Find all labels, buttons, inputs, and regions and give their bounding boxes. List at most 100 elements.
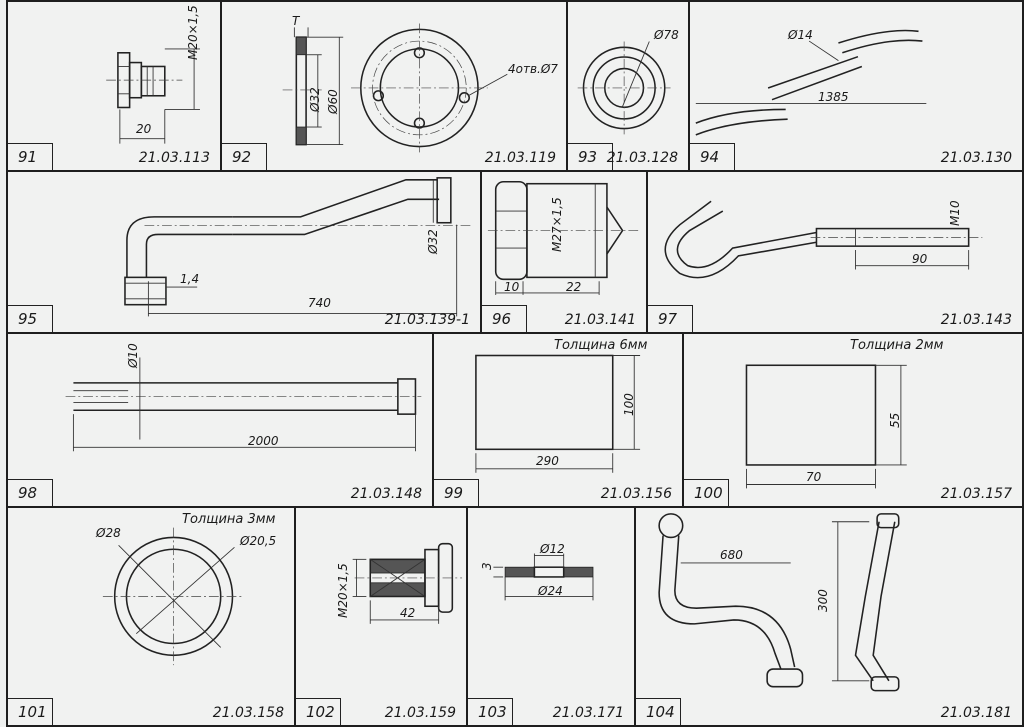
part-92-holes-dim: 4отв.Ø7 (508, 62, 558, 76)
part-97-code: 21.03.143 (940, 312, 1012, 328)
part-93-code: 21.03.128 (606, 150, 678, 166)
part-98-length-dim: 2000 (248, 434, 279, 448)
part-96-tag (482, 305, 527, 332)
part-102-code: 21.03.159 (384, 705, 456, 721)
part-98-tag (8, 479, 53, 506)
part-95-drawing (124, 177, 471, 317)
part-93-drawing (577, 41, 671, 135)
part-103-number: 103 (478, 703, 507, 721)
part-95-length-dim: 740 (308, 296, 331, 310)
part-104-drawing (658, 513, 900, 692)
part-104-number: 104 (646, 703, 675, 721)
part-96: M27×1,5 10 22 96 21.03.141 (480, 170, 648, 334)
part-100-thickness-note: Толщина 2мм (850, 338, 944, 353)
part-92-outer-dia-dim: Ø60 (326, 89, 340, 114)
part-101-inner-dia-dim: Ø20,5 (240, 534, 277, 548)
part-103-code: 21.03.171 (552, 705, 624, 721)
part-102-thread-dim: M20×1,5 (336, 563, 350, 618)
part-104: 680 300 104 21.03.181 (634, 506, 1024, 727)
part-97-length-dim: 90 (912, 252, 928, 266)
part-98-number: 98 (18, 484, 38, 502)
part-94-dia-dim: Ø14 (788, 28, 813, 42)
part-97-tag (648, 305, 693, 332)
part-99-number: 99 (444, 484, 464, 502)
part-97-number: 97 (658, 310, 678, 328)
part-93-tag (568, 143, 613, 170)
part-91-length-dim: 20 (136, 122, 152, 136)
part-99-width-dim: 290 (536, 454, 559, 468)
part-104-height-dim: 300 (816, 589, 830, 612)
part-92-code: 21.03.119 (484, 150, 556, 166)
part-96-code: 21.03.141 (564, 312, 636, 328)
part-104-code: 21.03.181 (940, 705, 1012, 721)
part-102-length-dim: 42 (400, 606, 416, 620)
part-94-length-dim: 1385 (818, 90, 849, 104)
part-91: M20×1,5 20 91 21.03.113 (6, 0, 222, 172)
part-102-tag (296, 698, 341, 725)
part-99-height-dim: 100 (622, 393, 636, 416)
part-96-width2-dim: 22 (566, 280, 582, 294)
part-93-dia-dim: Ø78 (654, 28, 679, 42)
part-98-dia-dim: Ø10 (126, 343, 140, 368)
part-103-thickness-dim: 3 (480, 562, 494, 570)
part-101-drawing (102, 527, 245, 666)
part-103-outer-dia-dim: Ø24 (538, 584, 563, 598)
part-94-drawing (695, 29, 927, 136)
part-104-length-dim: 680 (720, 548, 743, 562)
part-97-thread-dim: M10 (948, 200, 962, 226)
part-96-thread-dim: M27×1,5 (550, 197, 564, 252)
part-91-drawing (106, 48, 200, 144)
part-99-drawing (475, 354, 641, 473)
part-101-outer-dia-dim: Ø28 (96, 526, 121, 540)
part-95-code: 21.03.139-1 (384, 312, 470, 328)
part-99-thickness-note: Толщина 6мм (554, 338, 648, 353)
part-102: M20×1,5 42 102 21.03.159 (294, 506, 468, 727)
part-92-inner-dia-dim: Ø32 (308, 87, 322, 112)
part-95: 1,4 740 Ø32 95 21.03.139-1 (6, 170, 482, 334)
part-101: Ø28 Ø20,5 Толщина 3мм 101 21.03.158 (6, 506, 296, 727)
part-99-code: 21.03.156 (600, 486, 672, 502)
part-91-code: 21.03.113 (138, 150, 210, 166)
part-95-dia-dim: Ø32 (426, 229, 440, 254)
part-103: 3 Ø12 Ø24 103 21.03.171 (466, 506, 636, 727)
part-100-number: 100 (694, 484, 723, 502)
part-91-thread-dim: M20×1,5 (186, 5, 200, 60)
part-96-width1-dim: 10 (504, 280, 520, 294)
part-92-tag (222, 143, 267, 170)
part-94-number: 94 (700, 148, 720, 166)
part-101-code: 21.03.158 (212, 705, 284, 721)
part-92-drawing (282, 23, 508, 153)
part-95-number: 95 (18, 310, 38, 328)
part-92: T Ø32 Ø60 4отв.Ø7 92 21.03.119 (220, 0, 568, 172)
part-100: Толщина 2мм 55 70 100 21.03.157 (682, 332, 1024, 508)
part-99-tag (434, 479, 479, 506)
part-103-inner-dia-dim: Ø12 (540, 542, 565, 556)
part-94-code: 21.03.130 (940, 150, 1012, 166)
part-96-number: 96 (492, 310, 512, 328)
part-95-wall-dim: 1,4 (180, 272, 200, 286)
part-92-number: 92 (232, 148, 252, 166)
part-93: Ø78 93 21.03.128 (566, 0, 690, 172)
part-100-height-dim: 55 (888, 412, 902, 428)
part-101-tag (8, 698, 53, 725)
part-97: M10 90 97 21.03.143 (646, 170, 1024, 334)
part-95-tag (8, 305, 53, 332)
part-100-width-dim: 70 (806, 470, 822, 484)
part-99: Толщина 6мм 100 290 99 21.03.156 (432, 332, 684, 508)
part-102-drawing (352, 542, 463, 624)
part-103-drawing (493, 553, 594, 601)
part-104-tag (636, 698, 681, 725)
part-100-code: 21.03.157 (940, 486, 1012, 502)
part-98-code: 21.03.148 (350, 486, 422, 502)
part-94-tag (690, 143, 735, 170)
part-94: Ø14 1385 94 21.03.130 (688, 0, 1024, 172)
part-103-tag (468, 698, 513, 725)
part-101-thickness-note: Толщина 3мм (182, 512, 276, 527)
part-92-thickness-dim: T (292, 14, 300, 28)
part-91-number: 91 (18, 148, 38, 166)
part-102-number: 102 (306, 703, 335, 721)
part-98: Ø10 2000 98 21.03.148 (6, 332, 434, 508)
part-101-number: 101 (18, 703, 47, 721)
part-91-tag (8, 143, 53, 170)
